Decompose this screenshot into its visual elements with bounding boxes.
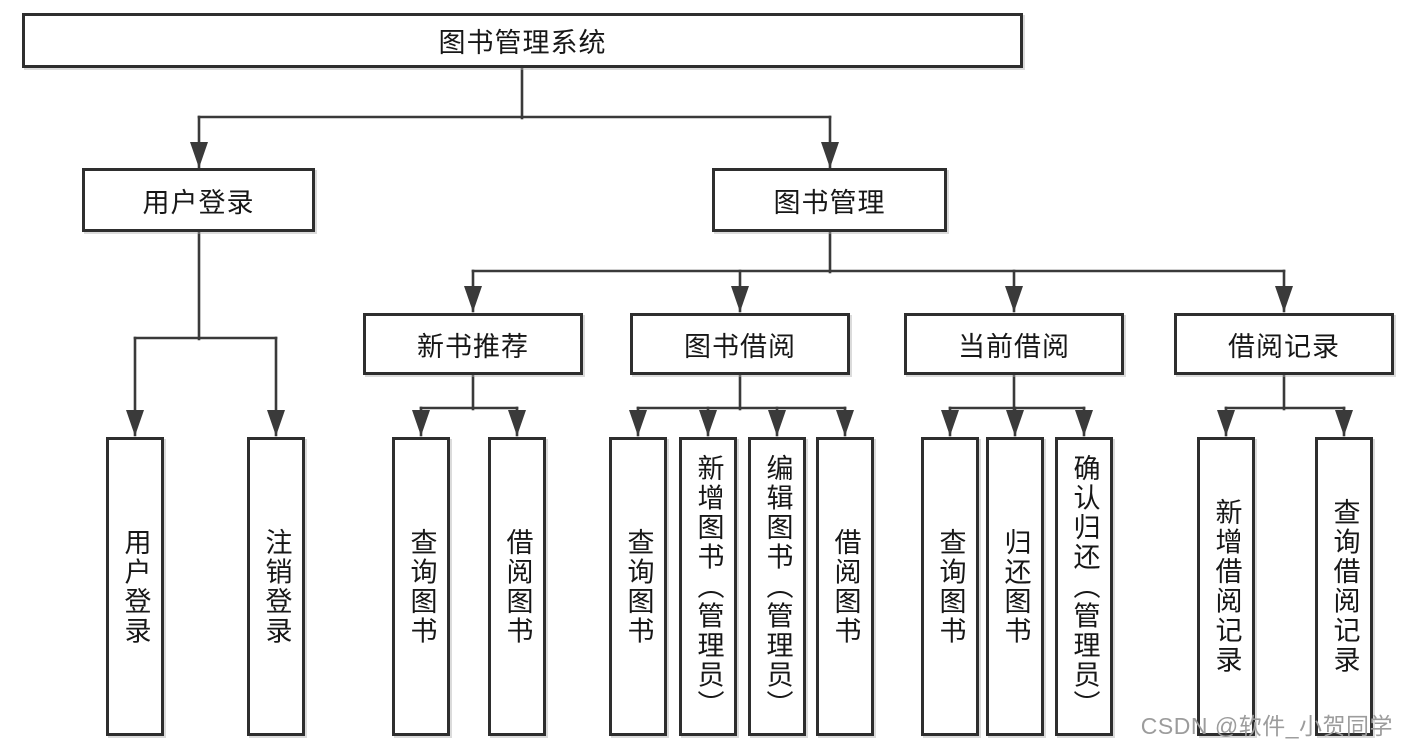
node-current-borrow-label: 当前借阅 <box>958 331 1070 362</box>
node-root-label: 图书管理系统 <box>438 28 607 58</box>
csdn-watermark: CSDN @软件_小贺同学 <box>1140 713 1393 739</box>
node-br-add-record: 新增借阅记录 <box>1197 437 1255 736</box>
node-cb-return-book-label: 归还图书 <box>1000 527 1031 646</box>
node-nb-query-book: 查询图书 <box>392 437 450 736</box>
node-bb-borrow-book-label: 借阅图书 <box>830 527 861 646</box>
node-cb-query-book: 查询图书 <box>921 437 979 736</box>
node-bb-edit-book-label: 编辑图书（管理员） <box>762 453 793 720</box>
node-bb-add-book: 新增图书（管理员） <box>679 437 737 736</box>
node-nb-borrow-book: 借阅图书 <box>488 437 546 736</box>
node-br-query-record-label: 查询借阅记录 <box>1329 498 1360 675</box>
node-root: 图书管理系统 <box>22 13 1023 68</box>
node-book-management-label: 图书管理 <box>773 187 886 218</box>
node-book-borrow-label: 图书借阅 <box>684 331 796 362</box>
node-bb-borrow-book: 借阅图书 <box>816 437 874 736</box>
node-cb-query-book-label: 查询图书 <box>935 527 966 646</box>
node-bb-add-book-label: 新增图书（管理员） <box>693 453 724 720</box>
node-user-login: 用户登录 <box>82 168 315 232</box>
node-bb-query-book: 查询图书 <box>609 437 667 736</box>
node-bb-edit-book: 编辑图书（管理员） <box>748 437 806 736</box>
node-new-book-recommend: 新书推荐 <box>363 313 583 375</box>
node-user-login-action: 用户登录 <box>106 437 164 736</box>
node-cb-confirm-return-label: 确认归还（管理员） <box>1069 453 1100 720</box>
node-logout: 注销登录 <box>247 437 305 736</box>
node-borrow-record: 借阅记录 <box>1174 313 1394 375</box>
node-book-borrow: 图书借阅 <box>630 313 850 375</box>
node-logout-label: 注销登录 <box>261 527 292 646</box>
node-current-borrow: 当前借阅 <box>904 313 1124 375</box>
node-nb-borrow-book-label: 借阅图书 <box>502 527 533 646</box>
node-cb-confirm-return: 确认归还（管理员） <box>1055 437 1113 736</box>
node-cb-return-book: 归还图书 <box>986 437 1044 736</box>
node-bb-query-book-label: 查询图书 <box>623 527 654 646</box>
node-book-management: 图书管理 <box>712 168 947 232</box>
node-borrow-record-label: 借阅记录 <box>1228 331 1340 362</box>
node-user-login-action-label: 用户登录 <box>120 527 151 646</box>
node-new-book-recommend-label: 新书推荐 <box>417 331 529 362</box>
node-nb-query-book-label: 查询图书 <box>406 527 437 646</box>
node-br-query-record: 查询借阅记录 <box>1315 437 1373 736</box>
node-br-add-record-label: 新增借阅记录 <box>1211 498 1242 675</box>
node-user-login-label: 用户登录 <box>142 187 255 218</box>
